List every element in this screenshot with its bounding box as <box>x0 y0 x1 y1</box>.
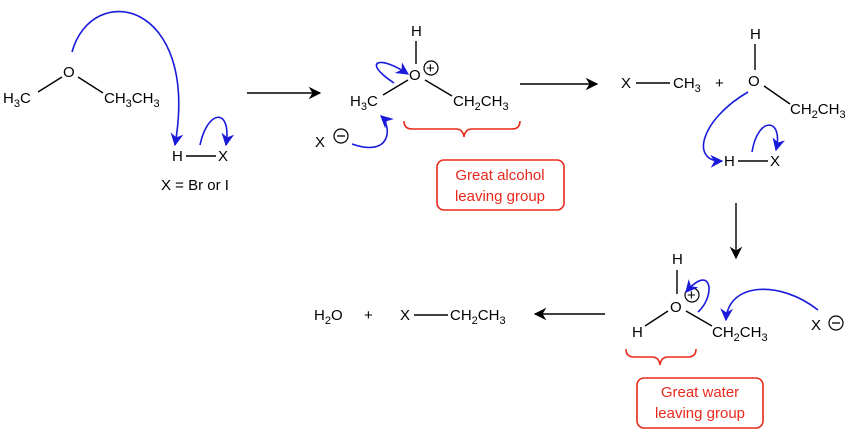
step4-right-ethyl: CH2CH3 <box>712 324 768 344</box>
step4-bond-o-c <box>685 310 713 327</box>
step3-right-ethyl: CH2CH3 <box>790 101 846 121</box>
step4-label-line1: Great water <box>661 384 739 401</box>
step4-top-h: H <box>672 251 683 268</box>
step3-arrow-o-to-h <box>702 91 749 168</box>
step4-halide: X <box>811 317 821 334</box>
step1-bond-o-c-right <box>77 76 104 94</box>
step4-bond-h-o-left <box>644 310 669 327</box>
step1-bond-c-o-left <box>37 76 63 93</box>
step5-product-ethyl: CH2CH3 <box>450 307 506 327</box>
step2-top-h: H <box>411 23 422 40</box>
step1-arrow-o-to-h <box>71 10 184 147</box>
step4-left-h: H <box>632 324 643 341</box>
step2-arrow-c-o-bond-to-o <box>375 61 410 84</box>
step2-bond-o-c-right <box>424 79 453 97</box>
step2-halide: X <box>315 134 325 151</box>
step2-label-line1: Great alcohol <box>455 167 544 184</box>
step1-right-ethyl: CH3CH3 <box>104 90 160 110</box>
step2-oxygen: O <box>409 67 421 84</box>
step5-plus: + <box>364 307 373 324</box>
step5-product-x: X <box>400 307 410 324</box>
step1-x-note: X = Br or I <box>161 177 229 194</box>
step2-bond-c-o-left <box>382 79 409 96</box>
step4-plus-charge: + <box>687 287 696 304</box>
step3-bond-o-c <box>763 85 791 105</box>
step1-arrow-hx-bond-to-x <box>199 116 235 147</box>
step1-acid-h: H <box>172 148 183 165</box>
step2-plus-charge: + <box>426 60 435 77</box>
step3-products-and-alcohol: X CH3 + H O CH2CH3 H X <box>621 26 846 170</box>
step2-plus-charge-circle <box>423 60 439 76</box>
step4-oxonium-alcohol: H O + H CH2CH3 X Great water leaving gro… <box>625 251 844 429</box>
step3-product-x: X <box>621 75 631 92</box>
step5-water: H2O <box>314 307 343 327</box>
step2-oxonium-intermediate: H O + H3C CH2CH3 X Great alcohol leaving… <box>315 23 565 211</box>
step4-leaving-group-bracket <box>625 348 697 366</box>
step3-product-methyl: CH3 <box>673 75 701 95</box>
step3-plus: + <box>715 75 724 92</box>
step3-top-h: H <box>750 26 761 43</box>
step2-right-ethyl: CH2CH3 <box>453 93 509 113</box>
step4-label-box <box>636 377 764 429</box>
step4-arrow-x-to-c <box>720 288 819 322</box>
step2-arrow-x-to-c <box>351 115 394 149</box>
step2-leaving-group-bracket <box>403 120 521 138</box>
step3-oxygen: O <box>748 73 760 90</box>
step1-acid-x: X <box>218 148 228 165</box>
step1-left-methyl: H3C <box>3 90 31 110</box>
step2-left-methyl: H3C <box>350 93 378 113</box>
step3-acid-h: H <box>724 153 735 170</box>
step4-arrow-c-o-bond-to-o <box>685 279 710 313</box>
step2-label-line2: leaving group <box>455 188 545 205</box>
step2-label-box <box>436 159 565 211</box>
step3-acid-x: X <box>770 153 780 170</box>
step4-label-line2: leaving group <box>655 405 745 422</box>
step4-oxygen: O <box>670 299 682 316</box>
step1-oxygen: O <box>63 64 75 81</box>
step3-arrow-hx-bond-to-x <box>751 124 785 153</box>
step5-final-products: H2O + X CH2CH3 <box>314 307 506 327</box>
step1-ether-and-acid: H3C O CH3CH3 H X X = Br or I <box>3 10 235 194</box>
